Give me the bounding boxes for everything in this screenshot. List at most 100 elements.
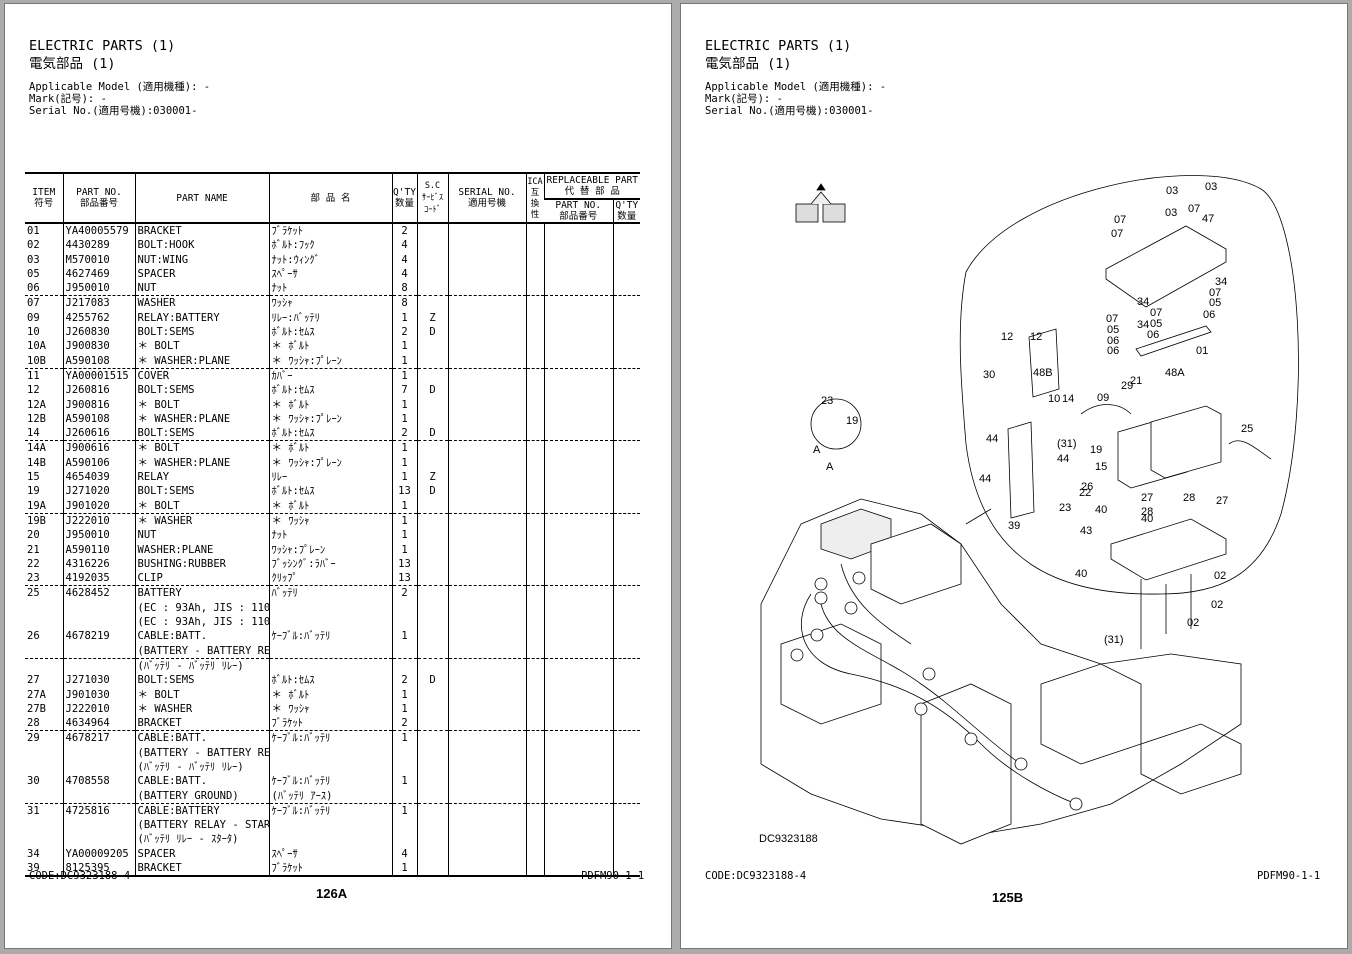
- cell-rep-qty: [612, 383, 641, 398]
- cell-rep-part-no: [543, 643, 613, 659]
- cell-sc: [416, 367, 448, 384]
- cell-jp-name: ＊ ﾎﾞﾙﾄ: [268, 498, 392, 514]
- cell-serial: [447, 339, 526, 354]
- header-rep-part-no: PART NO. 部品番号: [544, 198, 613, 224]
- connector-a-marker: [844, 601, 858, 615]
- cell-part-no: [62, 759, 135, 775]
- cell-part-no: J901030: [62, 687, 135, 702]
- cell-rep-part-no: [543, 383, 613, 398]
- cell-qty: 1: [391, 470, 417, 485]
- cell-part-no: J260816: [62, 383, 135, 398]
- cell-item: 14B: [27, 456, 46, 469]
- callout-label: 07: [1114, 214, 1126, 226]
- cell-jp-name: ＊ ﾜｯｼｬ: [268, 512, 392, 529]
- cell-part-no: 4255762: [62, 310, 135, 326]
- serial-no: Serial No.(適用号機):030001-: [705, 105, 874, 118]
- page-title: ELECTRIC PARTS (1) 電気部品 (1): [29, 37, 175, 73]
- cell-item: [25, 746, 63, 760]
- cell-part-name: (BATTERY - BATTERY RELAY): [134, 745, 269, 760]
- callout-label: 03: [1166, 185, 1178, 197]
- cell-rep-qty: [612, 745, 641, 760]
- cell-part-name: NUT:WING: [134, 252, 269, 267]
- cell-rep-part-no: [543, 701, 613, 717]
- cell-item: 20: [27, 529, 40, 542]
- cell-part-name: SPACER: [134, 846, 269, 862]
- cell-part-name: (ﾊﾞｯﾃﾘ - ﾊﾞｯﾃﾘ ﾘﾚｰ): [134, 657, 269, 674]
- cell-jp-name: ﾅｯﾄ:ｳｨﾝｸﾞ: [268, 252, 392, 267]
- cell-rep-part-no: [543, 542, 613, 557]
- cell-ica: [525, 556, 544, 572]
- callout-label: 06: [1147, 329, 1159, 341]
- cell-serial: [447, 295, 526, 311]
- cell-item: 19A: [27, 499, 46, 512]
- callout-label: 07: [1111, 228, 1123, 240]
- cell-sc: [416, 701, 448, 717]
- cell-part-no: 4725816: [62, 802, 135, 819]
- table-row: (BATTERY RELAY - STARTER): [25, 818, 641, 833]
- callout-label: 47: [1202, 213, 1214, 225]
- header-rep-qty: Q'TY 数量: [612, 198, 641, 224]
- cell-part-name: CABLE:BATT.: [134, 774, 269, 789]
- cell-ica: [525, 266, 544, 282]
- cell-jp-name: [268, 615, 392, 630]
- cell-part-no: 4192035: [62, 571, 135, 586]
- cell-jp-name: [268, 759, 392, 775]
- cell-ica: [525, 295, 544, 311]
- callout-label: 44: [979, 473, 991, 485]
- cell-sc: [416, 861, 448, 878]
- cell-item: 27: [27, 674, 40, 687]
- cell-ica: [525, 426, 544, 441]
- cell-jp-name: ﾌﾞﾗｹｯﾄ: [268, 223, 392, 239]
- callout-label: (31): [1057, 438, 1077, 450]
- connector-markers: [790, 571, 1083, 811]
- cell-jp-name: ｹｰﾌﾞﾙ:ﾊﾞｯﾃﾘ: [268, 730, 392, 746]
- table-row: (ﾊﾞｯﾃﾘ - ﾊﾞｯﾃﾘ ﾘﾚｰ): [25, 657, 641, 674]
- cell-rep-qty: [612, 657, 641, 674]
- connector-a-marker: [814, 591, 828, 605]
- cell-qty: 1: [391, 440, 417, 456]
- cell-rep-qty: [612, 470, 641, 485]
- cell-sc: [416, 730, 448, 746]
- callout-label: 34: [1137, 296, 1149, 308]
- cell-qty: 1: [391, 339, 417, 354]
- cell-serial: [447, 745, 526, 760]
- cell-serial: [447, 585, 526, 601]
- connector-a-marker: [922, 667, 936, 681]
- cell-part-no: YA40005579: [62, 223, 135, 239]
- cell-rep-part-no: [543, 281, 613, 296]
- cell-part-name: WASHER:PLANE: [134, 542, 269, 557]
- cell-jp-name: ﾌﾞﾗｹｯﾄ: [268, 861, 392, 878]
- callout-label: 30: [983, 369, 995, 381]
- cell-item: 14: [27, 427, 40, 440]
- cell-qty: 1: [391, 455, 417, 471]
- cell-item: 19: [27, 485, 40, 498]
- cell-qty: 2: [391, 673, 417, 688]
- cell-qty: 2: [391, 716, 417, 731]
- cell-part-no: J217083: [62, 295, 135, 311]
- cell-jp-name: [268, 657, 392, 674]
- cell-ica: [525, 832, 544, 847]
- cell-rep-qty: [612, 788, 641, 804]
- cell-serial: [447, 818, 526, 833]
- cell-sc: [416, 687, 448, 702]
- cell-ica: [525, 528, 544, 543]
- header-qty-label: Q'TY 数量: [393, 187, 416, 209]
- cell-jp-name: ﾎﾞﾙﾄ:ｾﾑｽ: [268, 426, 392, 441]
- cell-sc: [416, 585, 448, 601]
- cell-ica: [525, 367, 544, 384]
- cell-jp-name: ｽﾍﾟｰｻ: [268, 266, 392, 282]
- cell-qty: [391, 643, 417, 659]
- header-rep-part-no-label: PART NO. 部品番号: [555, 200, 602, 222]
- cell-part-name: (BATTERY - BATTERY RELAY): [134, 643, 269, 659]
- callout-label: 14: [1062, 393, 1074, 405]
- cell-ica: [525, 788, 544, 804]
- header-replaceable: REPLACEABLE PART 代 替 部 品: [543, 172, 641, 200]
- cell-qty: [391, 615, 417, 630]
- cell-jp-name: ﾎﾞﾙﾄ:ｾﾑｽ: [268, 325, 392, 340]
